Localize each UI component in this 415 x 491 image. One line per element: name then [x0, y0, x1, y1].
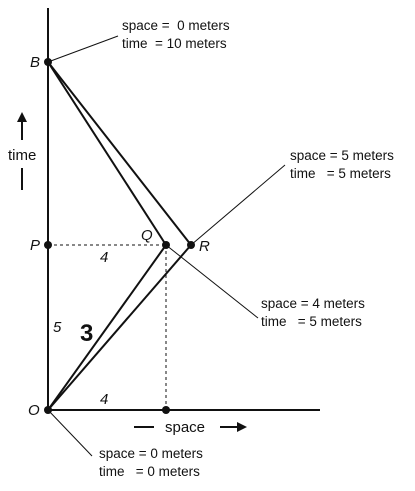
point-q-dot	[162, 241, 170, 249]
callout-o-space: space = 0 meters	[99, 446, 203, 461]
o-to-space-length: 4	[100, 391, 108, 408]
point-r-dot	[187, 241, 195, 249]
point-o-dot	[44, 406, 52, 414]
worldline-o-to-q	[47, 244, 167, 411]
point-b-dot	[44, 58, 52, 66]
callout-o-time: time = 0 meters	[99, 464, 200, 479]
worldline-o-to-r	[47, 244, 192, 411]
space-axis-label: space	[165, 419, 205, 436]
callout-o-leader	[47, 409, 93, 457]
space-arrowhead-icon	[237, 422, 247, 432]
time-axis-label: time	[8, 147, 36, 164]
point-o-label: O	[28, 402, 40, 419]
callout-b-leader	[47, 35, 119, 63]
worldline-b-to-r	[47, 61, 192, 246]
p-to-q-length: 4	[100, 249, 108, 266]
point-b-label: B	[30, 54, 40, 71]
worldline-b-to-q	[47, 61, 167, 246]
callout-q-time: time = 5 meters	[261, 314, 362, 329]
time-arrowhead-icon	[17, 112, 27, 122]
callout-b-time: time = 10 meters	[122, 36, 227, 51]
point-p-dot	[44, 241, 52, 249]
space-4-dot	[162, 406, 170, 414]
callout-r-space: space = 5 meters	[290, 148, 394, 163]
callout-q-leader	[165, 244, 259, 319]
point-p-label: P	[30, 237, 40, 254]
point-q-label: Q	[141, 227, 153, 244]
callout-b-space: space = 0 meters	[122, 18, 230, 33]
callout-r-time: time = 5 meters	[290, 166, 391, 181]
callout-r-leader	[190, 164, 286, 246]
o-to-p-length: 5	[53, 319, 62, 336]
callout-q-space: space = 4 meters	[261, 296, 365, 311]
figure-number: 3	[80, 320, 93, 347]
point-r-label: R	[199, 238, 210, 255]
